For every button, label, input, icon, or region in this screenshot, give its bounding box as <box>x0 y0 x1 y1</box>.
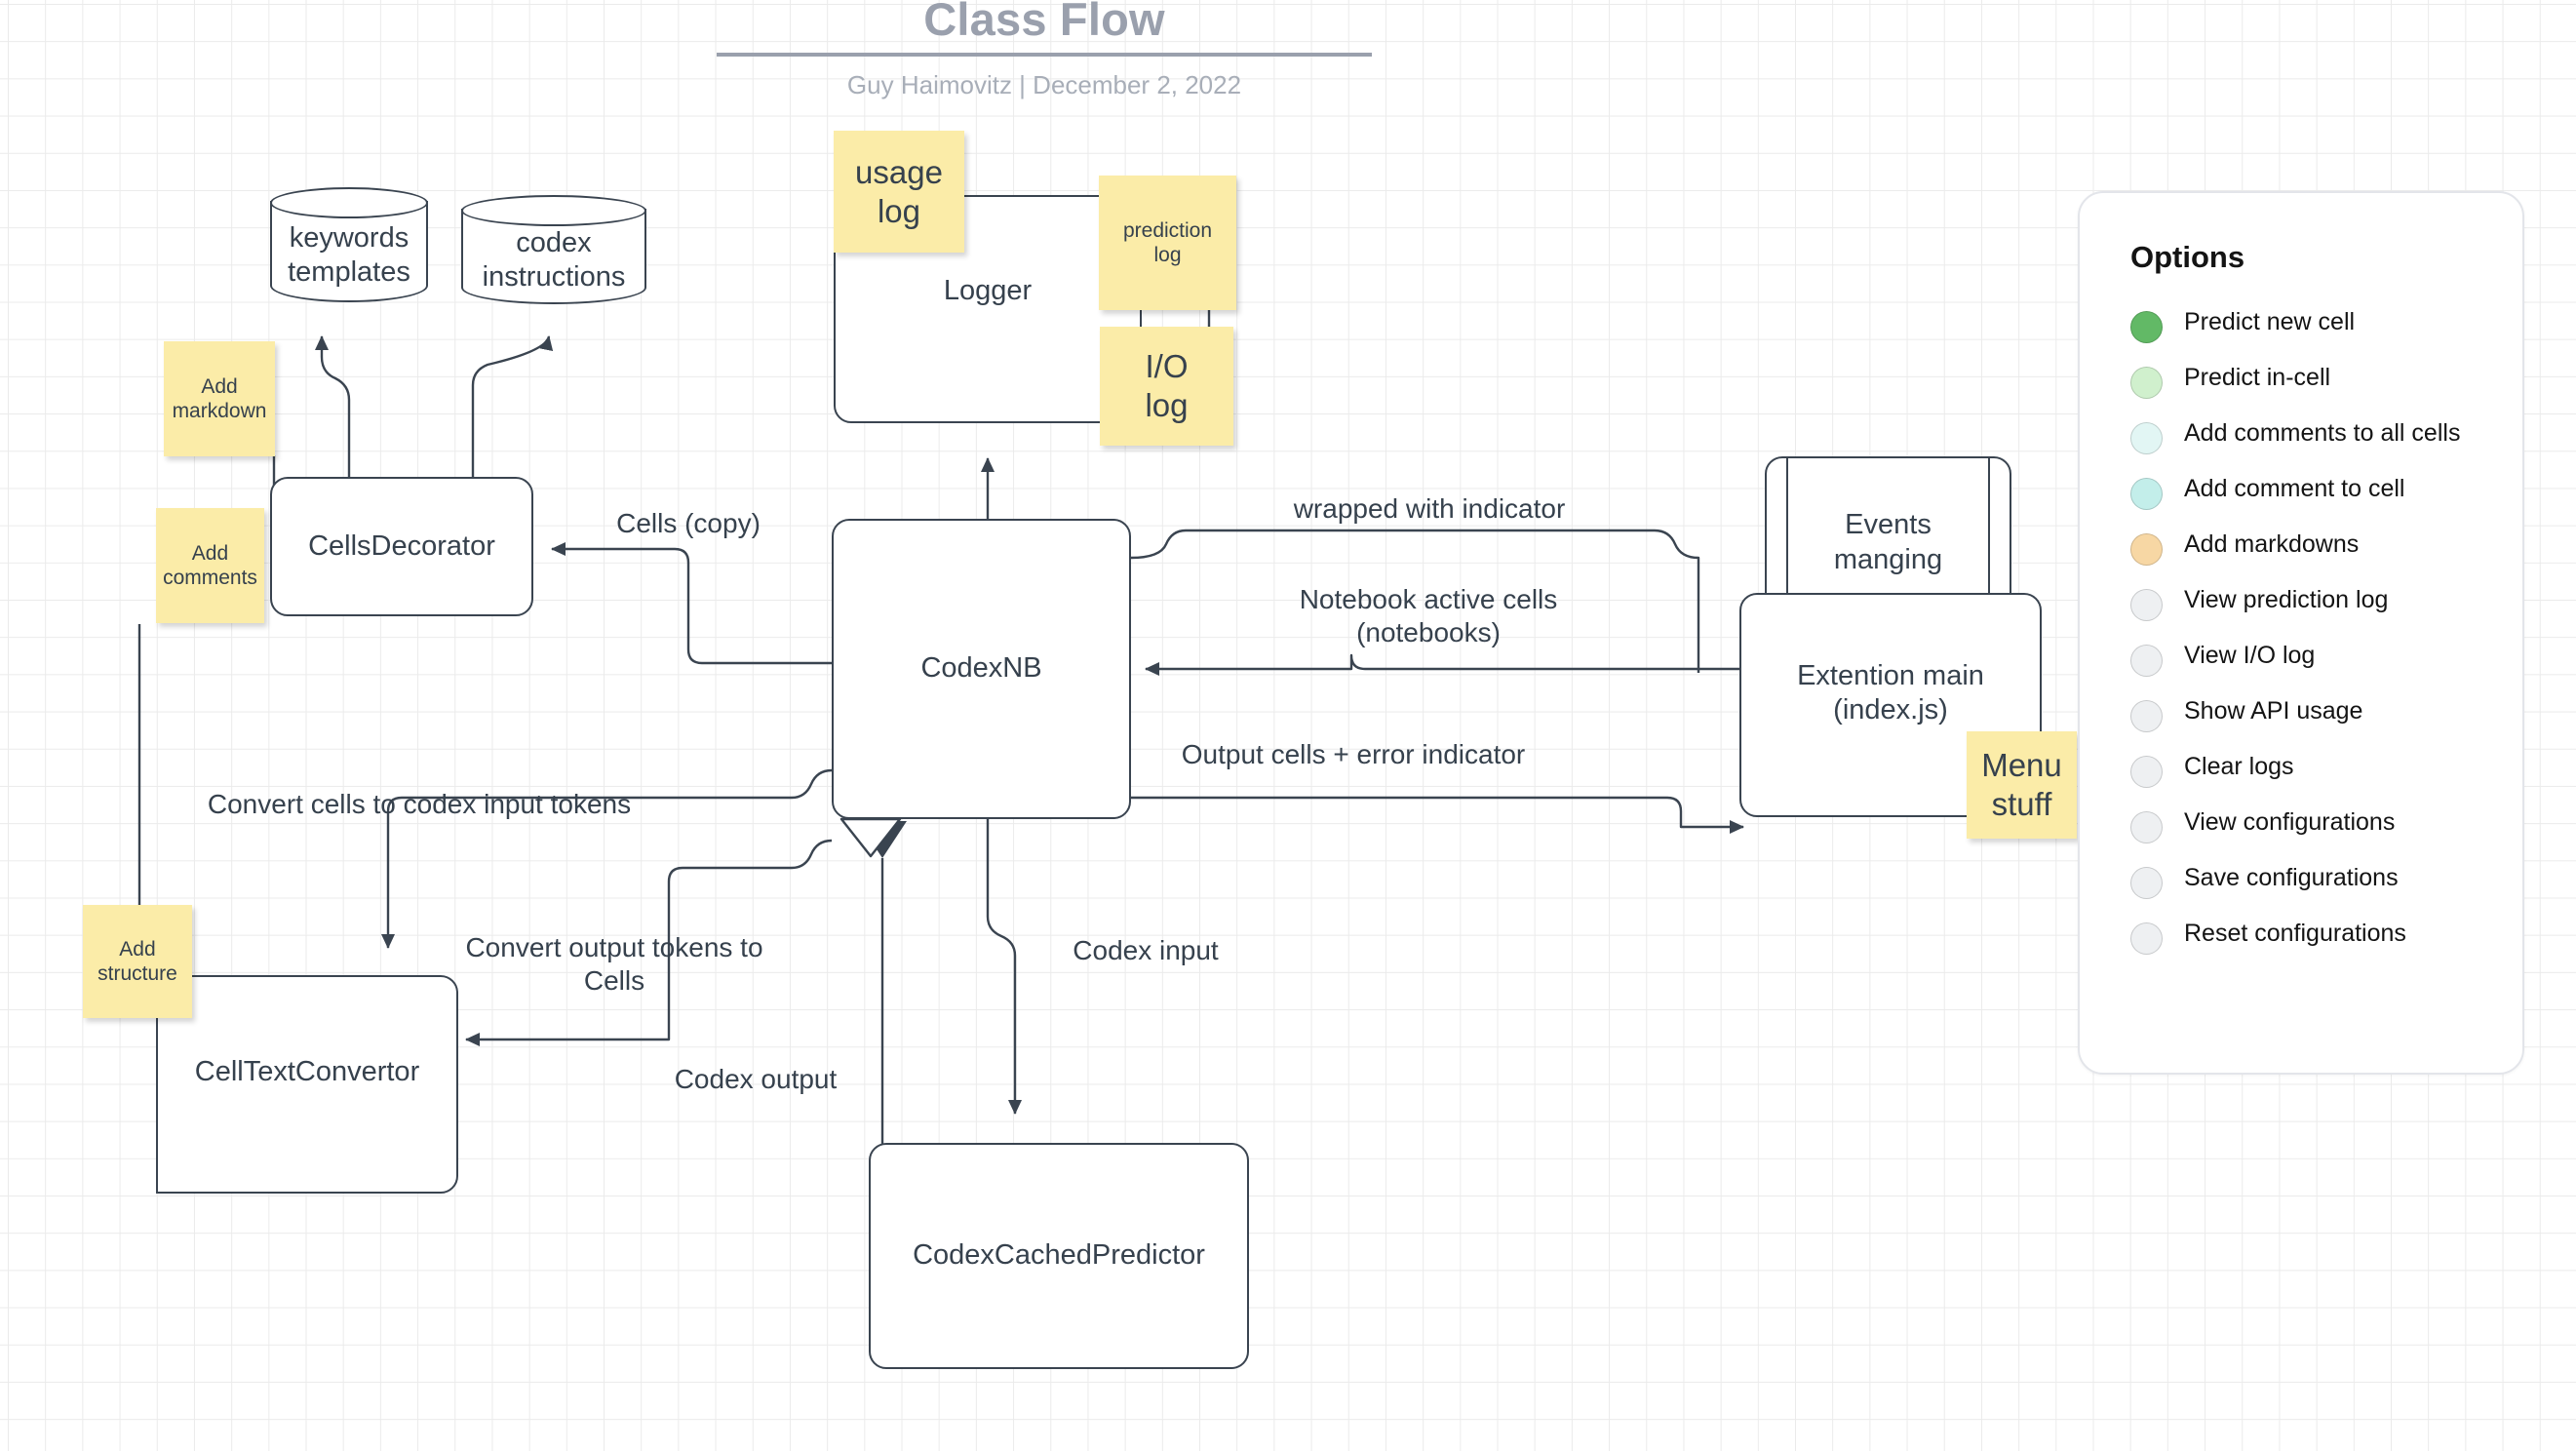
option-row[interactable]: Save configurations <box>2130 864 2483 899</box>
edge-decorator-to-keywords <box>315 335 351 546</box>
option-color-dot-icon <box>2130 645 2163 677</box>
edge-convertor-back-to-cells <box>465 839 833 1046</box>
option-row[interactable]: Add comments to all cells <box>2130 419 2483 454</box>
sticky-usage-log[interactable]: usage log <box>834 131 964 253</box>
option-label: Save configurations <box>2184 864 2399 891</box>
sticky-text: Add comments <box>163 541 257 589</box>
sticky-text: Add structure <box>98 937 177 985</box>
node-cells-decorator[interactable]: CellsDecorator <box>270 477 533 616</box>
option-label: Add markdowns <box>2184 530 2360 558</box>
node-codexnb[interactable]: CodexNB <box>832 519 1131 819</box>
edge-output-curve-stub <box>1131 798 1168 841</box>
option-color-dot-icon <box>2130 756 2163 788</box>
sticky-add-markdown[interactable]: Add markdown <box>164 341 275 456</box>
option-row[interactable]: Predict in-cell <box>2130 364 2483 399</box>
option-label: Reset configurations <box>2184 920 2406 947</box>
option-label: Predict new cell <box>2184 308 2356 335</box>
title-block: Class Flow Guy Haimovitz | December 2, 2… <box>713 0 1376 100</box>
option-row[interactable]: View I/O log <box>2130 642 2483 677</box>
node-label: CellsDecorator <box>308 529 495 562</box>
node-label: Events manging <box>1833 509 1943 575</box>
subprocess-right-bar <box>1988 456 1990 629</box>
edge-codexnb-to-decorator <box>551 542 832 665</box>
option-color-dot-icon <box>2130 533 2163 566</box>
option-color-dot-icon <box>2130 311 2163 343</box>
edge-label-notebook-active-cells: Notebook active cells (notebooks) <box>1299 584 1558 648</box>
edge-extension-to-codexnb <box>1145 653 1743 676</box>
sticky-text: usage log <box>855 153 943 229</box>
edge-label-output-cells-error: Output cells + error indicator <box>1181 739 1526 769</box>
sticky-text: prediction log <box>1122 218 1213 266</box>
sticky-prediction-log[interactable]: prediction log <box>1099 176 1236 310</box>
edge-label-codex-input: Codex input <box>1073 935 1219 965</box>
sticky-add-comments[interactable]: Add comments <box>156 508 264 623</box>
cylinder-top <box>270 187 428 218</box>
sticky-text: I/O log <box>1145 348 1189 423</box>
edge-codex-input <box>986 819 1022 1115</box>
sticky-text: Menu stuff <box>1981 747 2062 822</box>
option-color-dot-icon <box>2130 922 2163 955</box>
option-color-dot-icon <box>2130 422 2163 454</box>
option-row[interactable]: Clear logs <box>2130 753 2483 788</box>
edge-label-convert-output-tokens: Convert output tokens to Cells <box>465 932 763 997</box>
edge-decorator-to-instructions <box>471 335 554 546</box>
page-title: Class Flow <box>923 0 1165 45</box>
option-row[interactable]: Add comment to cell <box>2130 475 2483 510</box>
option-row[interactable]: Predict new cell <box>2130 308 2483 343</box>
node-label: Extention main (index.js) <box>1797 659 1984 726</box>
option-color-dot-icon <box>2130 478 2163 510</box>
option-row[interactable]: Reset configurations <box>2130 920 2483 955</box>
hollow-triangle-marker <box>839 817 902 858</box>
option-label: Add comment to cell <box>2184 475 2405 502</box>
datastore-label: keywords templates <box>288 221 410 288</box>
edge-wrapped-with-indicator <box>1130 529 1700 673</box>
node-label: Logger <box>943 275 1033 307</box>
option-color-dot-icon <box>2130 867 2163 899</box>
sticky-menu-stuff[interactable]: Menu stuff <box>1967 731 2077 839</box>
edge-label-wrapped-with-indicator: wrapped with indicator <box>1293 493 1566 524</box>
edge-label-codex-output: Codex output <box>674 1064 838 1094</box>
cylinder-top <box>461 195 646 226</box>
option-label: View prediction log <box>2184 586 2389 613</box>
sticky-io-log[interactable]: I/O log <box>1100 327 1233 446</box>
option-row[interactable]: Show API usage <box>2130 697 2483 732</box>
sticky-text: Add markdown <box>172 374 267 422</box>
option-color-dot-icon <box>2130 589 2163 621</box>
option-row[interactable]: View configurations <box>2130 808 2483 843</box>
node-label: CodexCachedPredictor <box>913 1239 1205 1272</box>
option-label: Add comments to all cells <box>2184 419 2461 447</box>
datastore-codex-instructions: codex instructions <box>461 195 646 304</box>
sticky-add-structure[interactable]: Add structure <box>83 905 192 1018</box>
option-row[interactable]: View prediction log <box>2130 586 2483 621</box>
datastore-keywords-templates: keywords templates <box>270 187 428 302</box>
node-codex-cached-predictor[interactable]: CodexCachedPredictor <box>869 1143 1249 1369</box>
node-label: CodexNB <box>920 652 1042 685</box>
subprocess-left-bar <box>1786 456 1788 629</box>
edge-label-cells-copy: Cells (copy) <box>616 508 761 538</box>
option-color-dot-icon <box>2130 367 2163 399</box>
edge-output-cells-to-extension <box>1131 796 1744 834</box>
option-color-dot-icon <box>2130 700 2163 732</box>
edge-codexnb-to-convertor-input <box>381 768 833 949</box>
byline: Guy Haimovitz | December 2, 2022 <box>846 69 1242 99</box>
option-row[interactable]: Add markdowns <box>2130 530 2483 566</box>
node-cell-text-convertor[interactable]: CellTextConvertor <box>156 975 458 1194</box>
option-label: Show API usage <box>2184 697 2363 725</box>
title-divider <box>717 52 1372 57</box>
options-panel-title: Options <box>2130 240 2245 274</box>
edge-label-convert-cells-to-tokens: Convert cells to codex input tokens <box>207 789 632 819</box>
option-label: Clear logs <box>2184 753 2294 780</box>
datastore-label: codex instructions <box>482 226 626 293</box>
node-label: CellTextConvertor <box>194 1056 420 1088</box>
option-label: Predict in-cell <box>2184 364 2331 391</box>
option-label: View configurations <box>2184 808 2396 836</box>
option-color-dot-icon <box>2130 811 2163 843</box>
option-label: View I/O log <box>2184 642 2316 669</box>
